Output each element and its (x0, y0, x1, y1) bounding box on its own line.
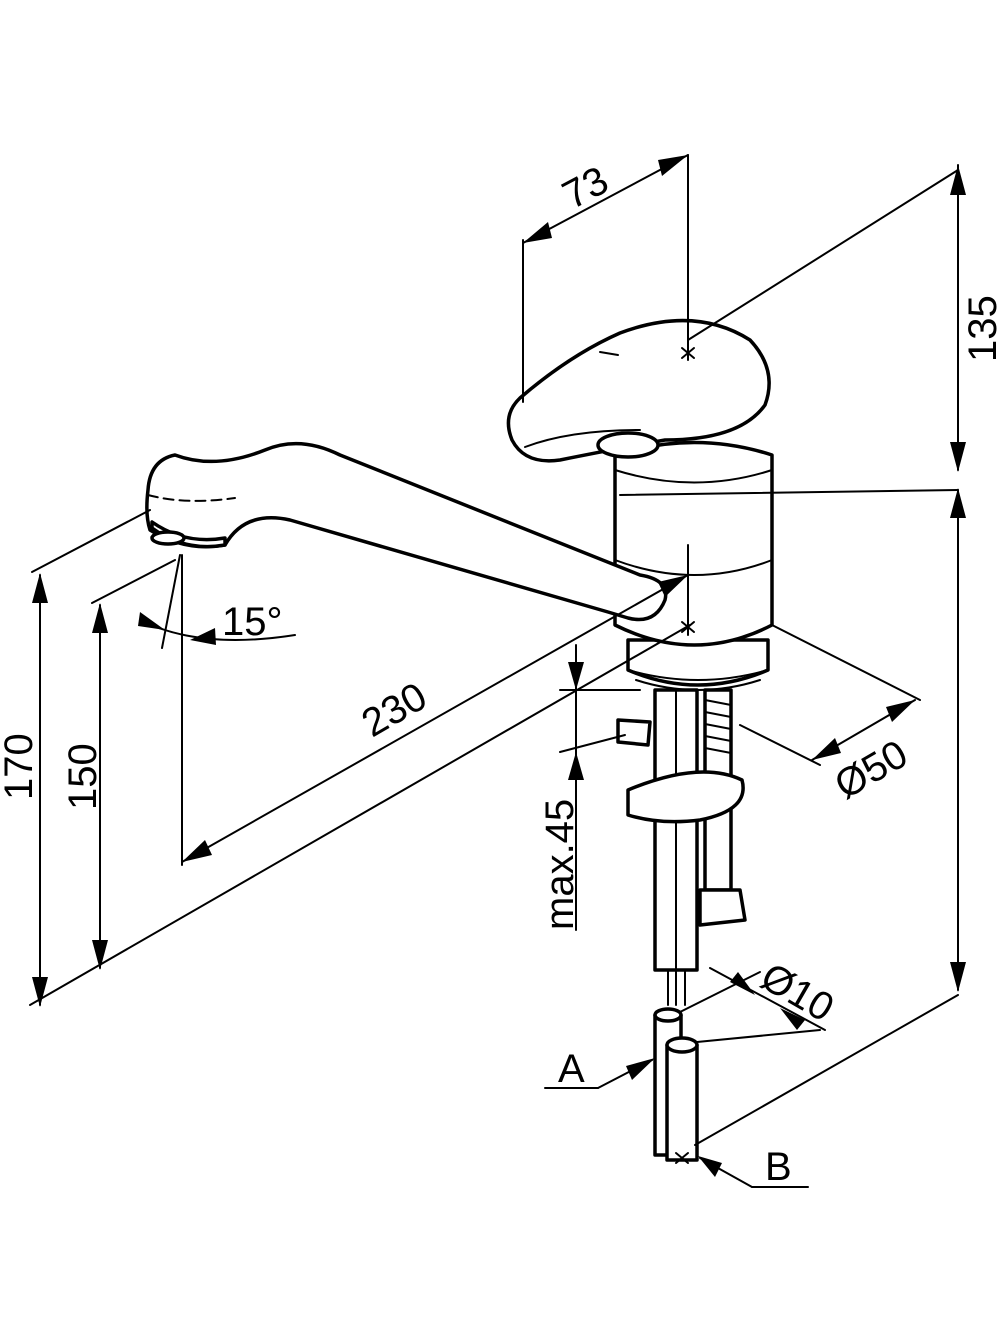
mounting-stud (653, 688, 699, 1006)
lever-handle (506, 318, 771, 463)
dimension-230 (181, 544, 695, 866)
label-a: A (558, 1047, 585, 1091)
leader-a (544, 1058, 655, 1089)
dimension-10 (679, 967, 826, 1043)
label-135: 135 (961, 295, 1000, 362)
label-max45: max.45 (538, 799, 582, 930)
label-150: 150 (61, 743, 105, 810)
dimension-73 (522, 154, 695, 403)
leader-b (698, 1156, 809, 1188)
dimension-170 (29, 509, 691, 1007)
label-170: 170 (0, 733, 41, 800)
spout (145, 441, 668, 622)
dimension-vertical-right (694, 488, 966, 1146)
faucet-body (613, 440, 774, 691)
label-73: 73 (556, 158, 616, 218)
label-b: B (765, 1145, 792, 1189)
clamp-washer (616, 718, 745, 824)
supply-hoses (653, 1007, 699, 1164)
dimension-max45 (559, 644, 641, 931)
dimension-50 (739, 624, 921, 766)
dimension-15deg (138, 554, 296, 649)
label-230: 230 (355, 674, 435, 745)
dimension-135 (619, 164, 966, 496)
dimension-150 (91, 559, 176, 970)
label-15deg: 15° (222, 600, 283, 644)
